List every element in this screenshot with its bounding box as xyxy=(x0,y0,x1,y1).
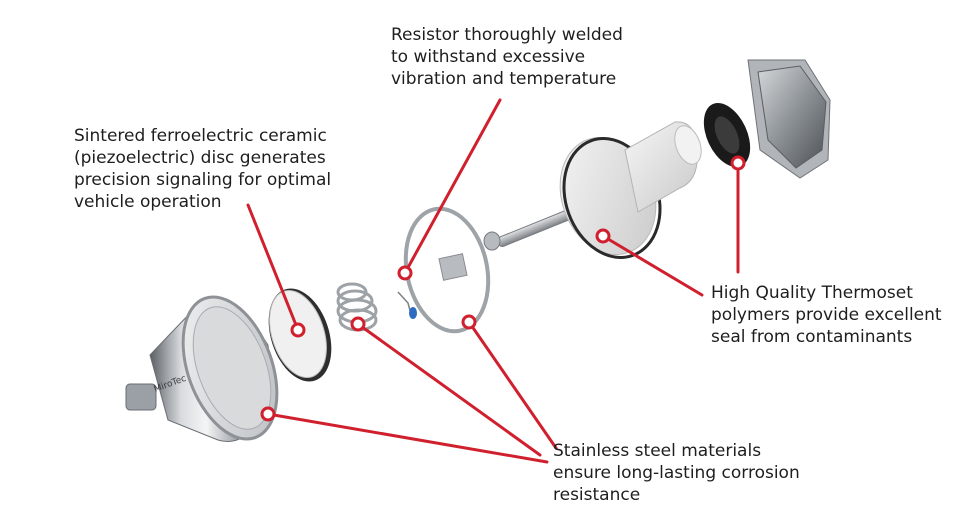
leader-resistor-line xyxy=(403,98,502,275)
marker-spring xyxy=(350,316,366,332)
callout-line: ensure long-lasting corrosion xyxy=(553,463,800,483)
marker-plate xyxy=(461,314,477,330)
callout-steel: Stainless steel materials ensure long-la… xyxy=(553,440,800,506)
polymer-stem-tip xyxy=(674,125,702,165)
callout-line: precision signaling for optimal xyxy=(74,170,332,190)
callout-line: vibration and temperature xyxy=(391,69,617,89)
resistor-body xyxy=(409,307,417,319)
callout-line: resistance xyxy=(553,485,641,505)
thermoset-body xyxy=(559,121,702,259)
callout-resistor: Resistor thoroughly welded to withstand … xyxy=(391,24,623,90)
marker-disc xyxy=(290,322,306,338)
marker-housing xyxy=(260,406,276,422)
callout-line: Stainless steel materials xyxy=(553,441,762,461)
callout-line: Sintered ferroelectric ceramic xyxy=(74,126,327,146)
leader-disc-line xyxy=(246,203,300,332)
callout-line: vehicle operation xyxy=(74,192,222,212)
callout-line: polymers provide excellent xyxy=(711,305,942,325)
callout-line: Resistor thoroughly welded xyxy=(391,25,623,45)
steel-pin xyxy=(483,206,580,251)
plate-tab xyxy=(438,253,468,281)
pin-head xyxy=(483,231,501,251)
leader-lines xyxy=(246,98,740,464)
callout-disc: Sintered ferroelectric ceramic (piezoele… xyxy=(74,125,331,213)
callout-line: seal from contaminants xyxy=(711,327,913,347)
marker-body xyxy=(595,228,611,244)
leader-spring-line xyxy=(356,322,542,457)
housing-thread-stud xyxy=(125,383,157,411)
housing-cavity xyxy=(192,306,272,430)
leader-body-line xyxy=(601,234,704,297)
hex-cap xyxy=(747,59,831,179)
callout-thermoset: High Quality Thermoset polymers provide … xyxy=(711,282,942,348)
hex-cap-nut xyxy=(757,65,827,169)
callout-line: to withstand excessive xyxy=(391,47,586,67)
marker-resistor xyxy=(397,265,413,281)
marker-seal xyxy=(730,155,746,171)
leader-plate-line xyxy=(467,320,558,450)
leader-housing-line xyxy=(266,412,549,464)
leader-markers xyxy=(260,155,746,422)
seal-inner xyxy=(714,116,740,154)
callout-line: (piezoelectric) disc generates xyxy=(74,148,326,168)
steel-housing: MiroTec xyxy=(125,295,279,442)
resistor xyxy=(397,291,417,319)
callout-line: High Quality Thermoset xyxy=(711,283,913,303)
